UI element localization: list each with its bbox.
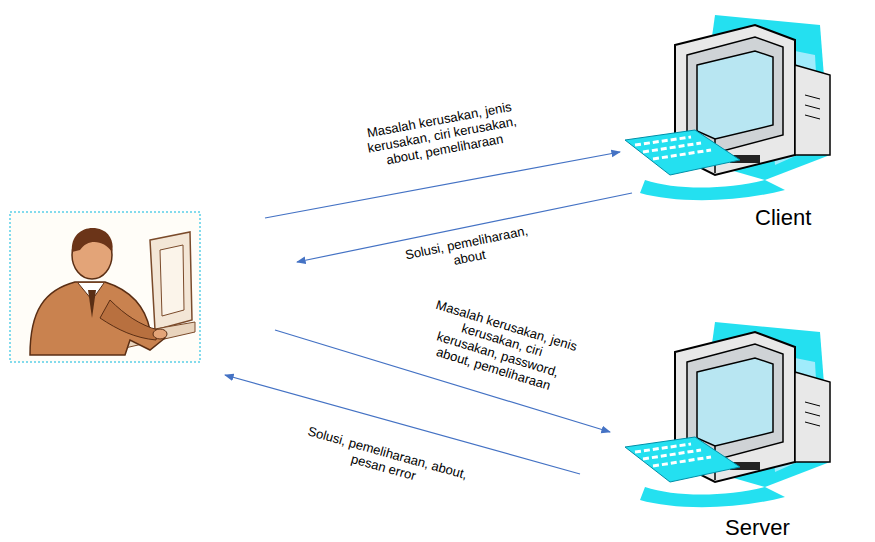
computer-icon bbox=[615, 312, 850, 512]
user-figure bbox=[10, 212, 200, 362]
computer-label: Server bbox=[725, 515, 790, 541]
computer-node: Server bbox=[615, 312, 850, 542]
flow-label: Solusi, pemeliharaan, about, pesan error bbox=[295, 422, 476, 499]
computer-icon bbox=[615, 5, 850, 205]
flow-label: Solusi, pemeliharaan, about bbox=[390, 220, 547, 280]
computer-label: Client bbox=[755, 205, 811, 231]
computer-node: Client bbox=[615, 5, 850, 235]
flow-label: Masalah kerusakan, jenis kerusakan, ciri… bbox=[357, 97, 526, 171]
flow-label: Masalah kerusakan, jenis kerusakan, ciri… bbox=[418, 296, 583, 398]
flow-arrows bbox=[225, 152, 632, 474]
